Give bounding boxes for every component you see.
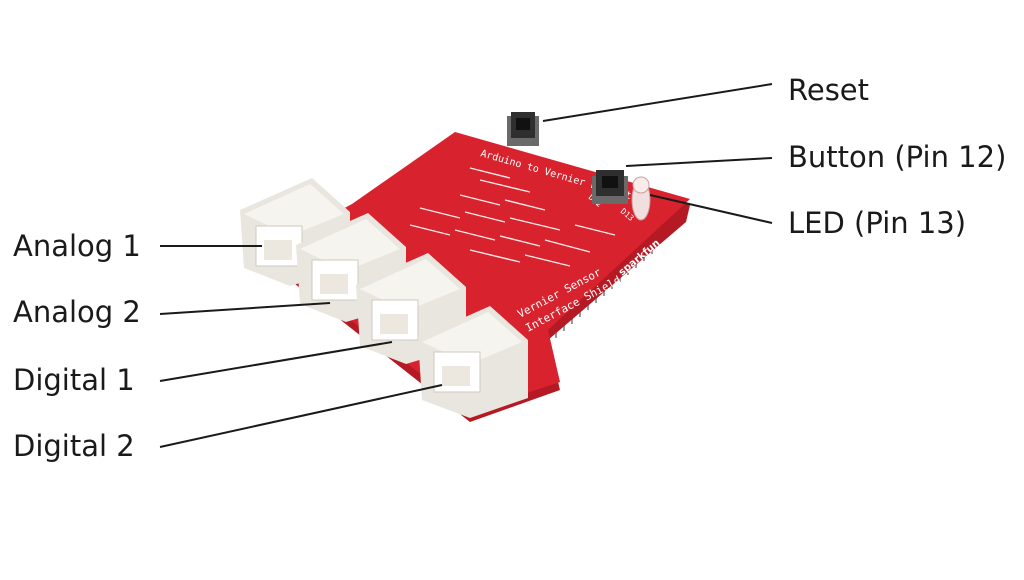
callout-line-reset [542, 83, 773, 122]
silkscreen [409, 167, 616, 267]
callout-line-led [649, 194, 773, 224]
callout-lines [159, 83, 773, 448]
callout-line-digital2 [159, 384, 443, 448]
label-led-pin13: LED (Pin 13) [788, 206, 967, 240]
label-button-pin12: Button (Pin 12) [788, 140, 1007, 174]
label-digital1: Digital 1 [13, 363, 135, 397]
pin12-button-component [592, 170, 628, 204]
callout-line-button [625, 157, 773, 167]
label-reset: Reset [788, 73, 870, 107]
led-component [631, 176, 651, 221]
label-analog1: Analog 1 [13, 229, 141, 263]
callout-line-analog2 [159, 302, 331, 315]
label-digital2: Digital 2 [13, 429, 135, 463]
label-analog2: Analog 2 [13, 295, 141, 329]
pcb [262, 132, 690, 422]
callout-line-digital1 [159, 341, 393, 382]
reset-button-component [507, 112, 539, 146]
connector-digital2 [418, 306, 528, 418]
